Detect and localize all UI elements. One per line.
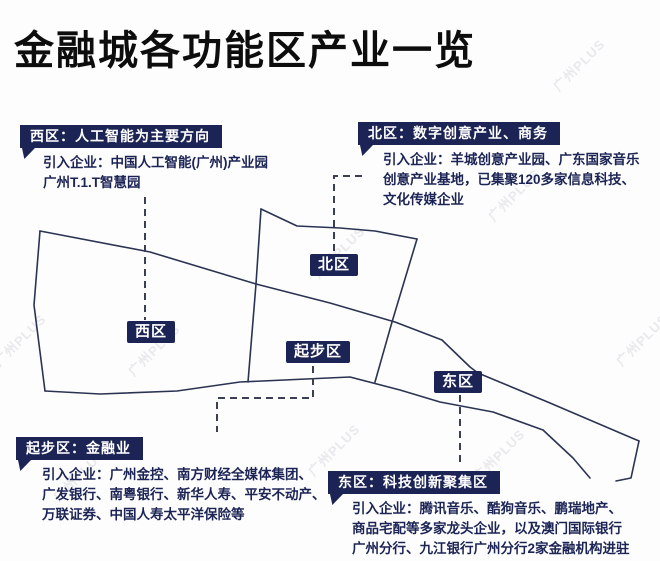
map-bottom-edge <box>44 376 591 479</box>
callout-north: 北区：数字创意产业、商务 引入企业：羊城创意产业园、广东国家音乐 创意产业基地，… <box>358 122 640 210</box>
callout-west-header: 西区：人工智能为主要方向 <box>20 125 222 148</box>
callout-north-tail <box>360 145 373 156</box>
map-badge-west: 西区 <box>127 321 176 343</box>
callout-east-body: 引入企业：腾讯音乐、酷狗音乐、鹏瑞地产、 商品宅配等多家龙头企业，以及澳门国际银… <box>352 499 630 559</box>
callout-start-body: 引入企业：广州金控、南方财经全媒体集团、 广发银行、南粤银行、新华人寿、平安不动… <box>42 465 326 525</box>
callout-start-line: 广发银行、南粤银行、新华人寿、平安不动产、 <box>42 487 326 502</box>
page-title: 金融城各功能区产业一览 <box>14 28 476 73</box>
callout-east-line: 商品宅配等多家龙头企业，以及澳门国际银行 <box>352 521 622 536</box>
map-north-top-edge <box>260 208 418 240</box>
map-boundary-long-diagonal <box>39 230 640 442</box>
callout-north-line: 创意产业基地，已集聚120多家信息科技、 <box>383 172 636 187</box>
callout-east-line: 引入企业：腾讯音乐、酷狗音乐、鹏瑞地产、 <box>352 501 622 516</box>
callout-north-line: 引入企业：羊城创意产业园、广东国家音乐 <box>383 152 640 167</box>
callout-west-line: 广州T.1.T智慧园 <box>43 175 141 190</box>
map-badge-north: 北区 <box>310 254 359 276</box>
callout-start-line: 万联证券、中国人寿太平洋保险等 <box>42 507 245 522</box>
map-east-end-hook <box>615 440 640 482</box>
callout-east-header: 东区：科技创新聚集区 <box>328 471 500 494</box>
connector-start-dashed <box>216 366 314 432</box>
callout-west-body: 引入企业：中国人工智能(广州)产业园 广州T.1.T智慧园 <box>43 153 268 193</box>
callout-north-header: 北区：数字创意产业、商务 <box>358 122 560 145</box>
map-badge-east: 东区 <box>434 371 483 393</box>
callout-north-body: 引入企业：羊城创意产业园、广东国家音乐 创意产业基地，已集聚120多家信息科技、… <box>383 150 640 210</box>
callout-start-line: 引入企业：广州金控、南方财经全媒体集团、 <box>42 467 312 482</box>
callout-west-tail <box>22 148 35 159</box>
callout-start-tail <box>18 460 31 471</box>
callout-start-header: 起步区：金融业 <box>16 437 143 460</box>
map-badge-start: 起步区 <box>286 341 351 363</box>
map-north-right-edge <box>374 238 418 383</box>
connector-north-dashed <box>333 175 362 252</box>
callout-north-line: 文化传媒企业 <box>383 192 464 207</box>
callout-east: 东区：科技创新聚集区 引入企业：腾讯音乐、酷狗音乐、鹏瑞地产、 商品宅配等多家龙… <box>328 471 630 559</box>
callout-east-tail <box>330 494 343 505</box>
callout-west-line: 引入企业：中国人工智能(广州)产业园 <box>43 155 268 170</box>
callout-west: 西区：人工智能为主要方向 引入企业：中国人工智能(广州)产业园 广州T.1.T智… <box>20 125 268 193</box>
map-north-left-edge <box>247 208 262 383</box>
callout-east-line: 广州分行、九江银行广州分行2家金融机构进驻 <box>352 541 630 556</box>
map-west-left-edge <box>33 230 46 392</box>
callout-start: 起步区：金融业 引入企业：广州金控、南方财经全媒体集团、 广发银行、南粤银行、新… <box>16 437 326 525</box>
